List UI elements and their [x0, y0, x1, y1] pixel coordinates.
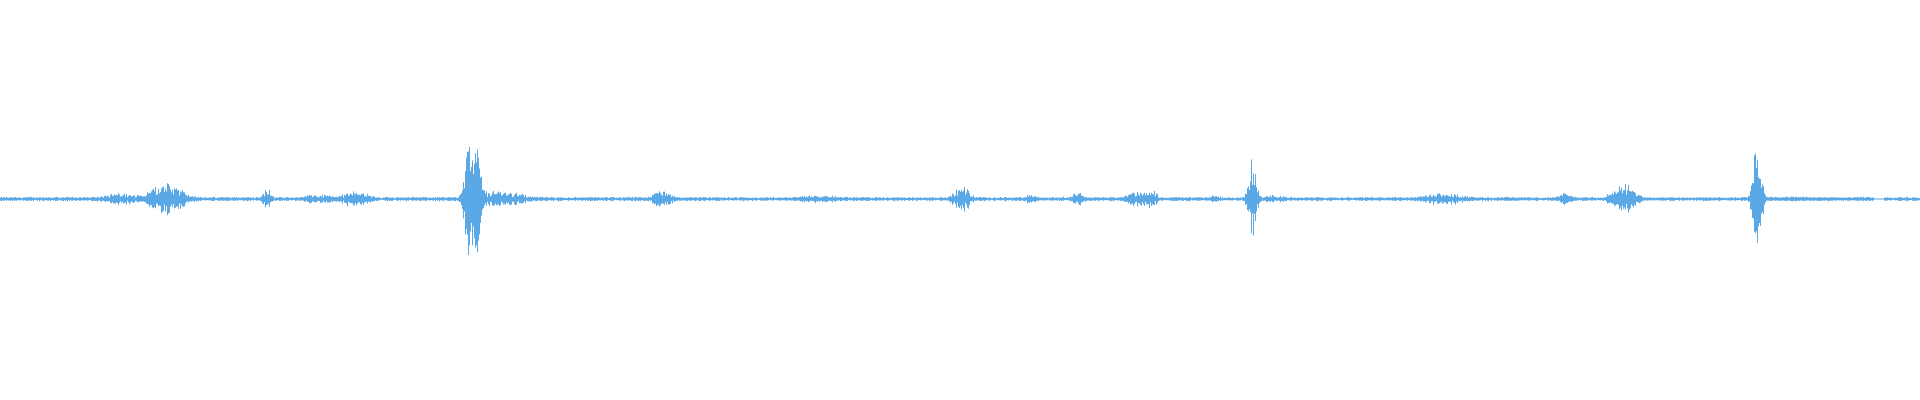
waveform-graphic: [0, 146, 1920, 255]
audio-waveform: [0, 146, 1920, 255]
